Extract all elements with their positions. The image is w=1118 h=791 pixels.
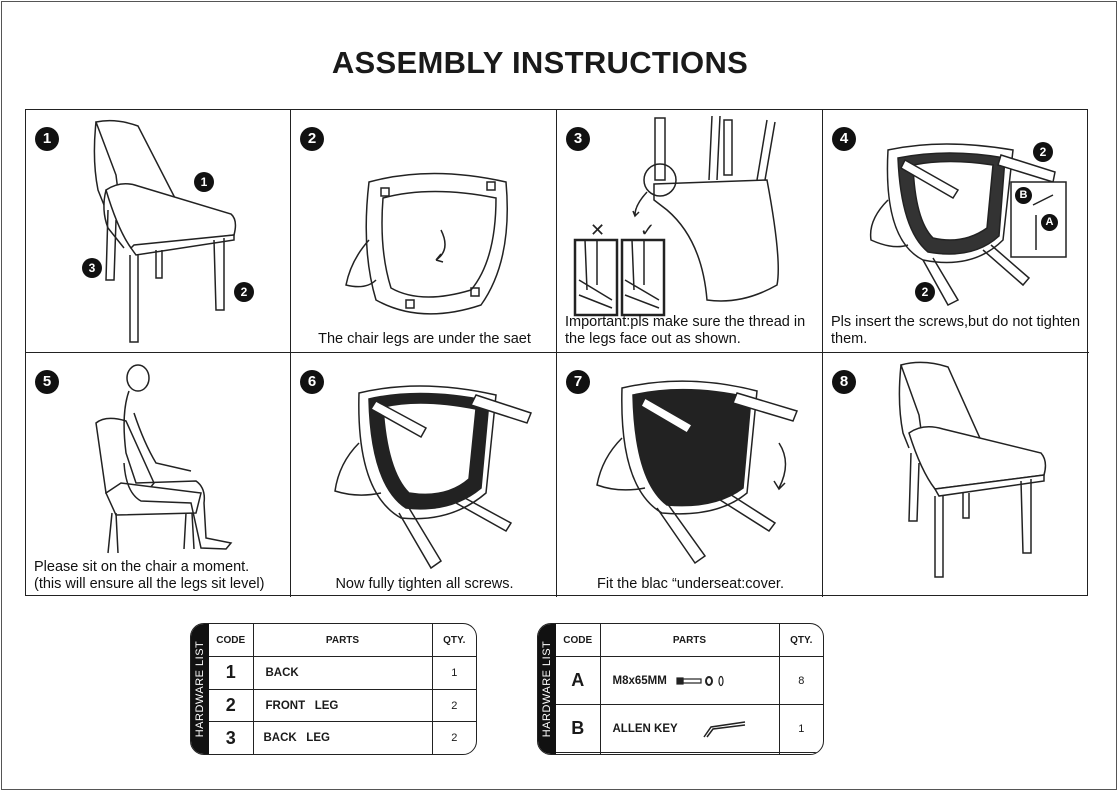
row-code: 3 <box>209 721 254 754</box>
svg-text:✓: ✓ <box>640 220 655 240</box>
person-sitting-illustration <box>95 364 233 554</box>
callout-front-leg: 2 <box>915 282 935 302</box>
callout-bolt: A <box>1041 214 1058 231</box>
tighten-screws-illustration <box>334 385 532 570</box>
seat-upside-down-illustration <box>345 172 508 315</box>
row-qty <box>778 752 823 754</box>
row-part: M8x65MM <box>599 655 780 706</box>
part-name: M8x65MM <box>612 674 667 687</box>
step-number-badge: 8 <box>832 370 856 394</box>
table-row: B ALLEN KEY 1 <box>556 704 823 754</box>
step-caption: Pls insert the screws,but do not tighten… <box>831 314 1081 347</box>
col-qty: QTY. <box>778 624 823 657</box>
allen-key-icon <box>703 721 745 738</box>
parts-table: CODE PARTS QTY. 1 BACK 1 2 FRONT LEG 2 3… <box>209 624 476 754</box>
chair-assembled-illustration <box>93 119 237 343</box>
part-name: ALLEN KEY <box>612 722 678 735</box>
step-4: 4 2 B A 2 Pls insert the screws,but do n… <box>823 110 1089 353</box>
step-caption-line-2: (this will ensure all the legs sit level… <box>34 576 265 592</box>
table-row <box>556 752 823 754</box>
step-number-badge: 6 <box>300 370 324 394</box>
step-2: 2 The chair legs are under the saet <box>291 110 557 353</box>
step-7: 7 Fit the blac “underseat:cover. <box>557 353 823 597</box>
col-parts: PARTS <box>252 624 433 657</box>
hardware-list-parts: HARDWARE LIST CODE PARTS QTY. 1 BACK 1 2… <box>190 623 477 755</box>
hardware-list-side-label: HARDWARE LIST <box>191 624 209 754</box>
step-number-badge: 3 <box>566 127 590 151</box>
step-caption: Please sit on the chair a moment. (this … <box>34 559 284 593</box>
step-number-badge: 1 <box>35 127 59 151</box>
fittings-table: CODE PARTS QTY. A M8x65MM 8 B ALLEN KEY <box>556 624 823 754</box>
step-caption-line-1: Please sit on the chair a moment. <box>34 559 250 575</box>
table-row: 2 FRONT LEG 2 <box>209 688 476 723</box>
callout-allen-key: B <box>1015 187 1032 204</box>
row-qty: 2 <box>431 721 476 754</box>
row-qty: 2 <box>431 688 476 723</box>
table-row: A M8x65MM 8 <box>556 655 823 706</box>
step-6: 6 Now fully tighten all screws. <box>291 353 557 597</box>
step-number-badge: 4 <box>832 127 856 151</box>
step-5: 5 Please sit on the chair a moment. (thi… <box>26 353 291 597</box>
row-part <box>599 752 780 754</box>
row-code <box>556 752 601 754</box>
step-1: 1 1 3 2 <box>26 110 291 353</box>
bolt-washer-icon <box>676 675 724 686</box>
row-part: BACK <box>252 656 433 690</box>
steps-grid: 1 1 3 2 2 The chair legs are under the s… <box>25 109 1089 597</box>
col-code: CODE <box>556 624 601 657</box>
step-number-badge: 5 <box>35 370 59 394</box>
col-code: CODE <box>209 624 254 657</box>
row-part: ALLEN KEY <box>599 704 780 754</box>
col-parts: PARTS <box>599 624 780 657</box>
row-code: 1 <box>209 656 254 690</box>
callout-back-leg: 3 <box>82 258 102 278</box>
hardware-list-fittings: HARDWARE LIST CODE PARTS QTY. A M8x65MM … <box>537 623 824 755</box>
step-8: 8 <box>823 353 1089 597</box>
callout-front-leg: 2 <box>1033 142 1053 162</box>
step-3: 3 ✕ ✓ Important:pls make sure the thread… <box>557 110 823 353</box>
svg-text:✕: ✕ <box>590 220 605 240</box>
table-row: 3 BACK LEG 2 <box>209 721 476 754</box>
row-qty: 1 <box>778 704 823 754</box>
page-title: ASSEMBLY INSTRUCTIONS <box>331 45 749 80</box>
hardware-list-side-label: HARDWARE LIST <box>538 624 556 754</box>
row-code: A <box>556 655 601 706</box>
callout-front-leg: 2 <box>234 282 254 302</box>
step-caption: The chair legs are under the saet <box>318 331 531 347</box>
table-header-row: CODE PARTS QTY. <box>209 624 476 657</box>
chair-finished-illustration <box>898 361 1047 578</box>
table-row: 1 BACK 1 <box>209 656 476 690</box>
row-qty: 8 <box>778 655 823 706</box>
row-code: B <box>556 704 601 754</box>
step-number-badge: 2 <box>300 127 324 151</box>
step-caption: Now fully tighten all screws. <box>335 576 514 592</box>
callout-back: 1 <box>194 172 214 192</box>
step-number-badge: 7 <box>566 370 590 394</box>
row-qty: 1 <box>431 656 476 690</box>
row-code: 2 <box>209 688 254 723</box>
row-part: FRONT LEG <box>252 688 433 723</box>
leg-thread-illustration: ✕ ✓ <box>573 115 779 317</box>
row-part: BACK LEG <box>252 721 433 754</box>
col-qty: QTY. <box>431 624 476 657</box>
underseat-cover-illustration <box>596 380 799 565</box>
table-header-row: CODE PARTS QTY. <box>556 624 823 657</box>
step-caption: Important:pls make sure the thread in th… <box>565 314 806 347</box>
step-caption: Fit the blac “underseat:cover. <box>597 576 784 592</box>
